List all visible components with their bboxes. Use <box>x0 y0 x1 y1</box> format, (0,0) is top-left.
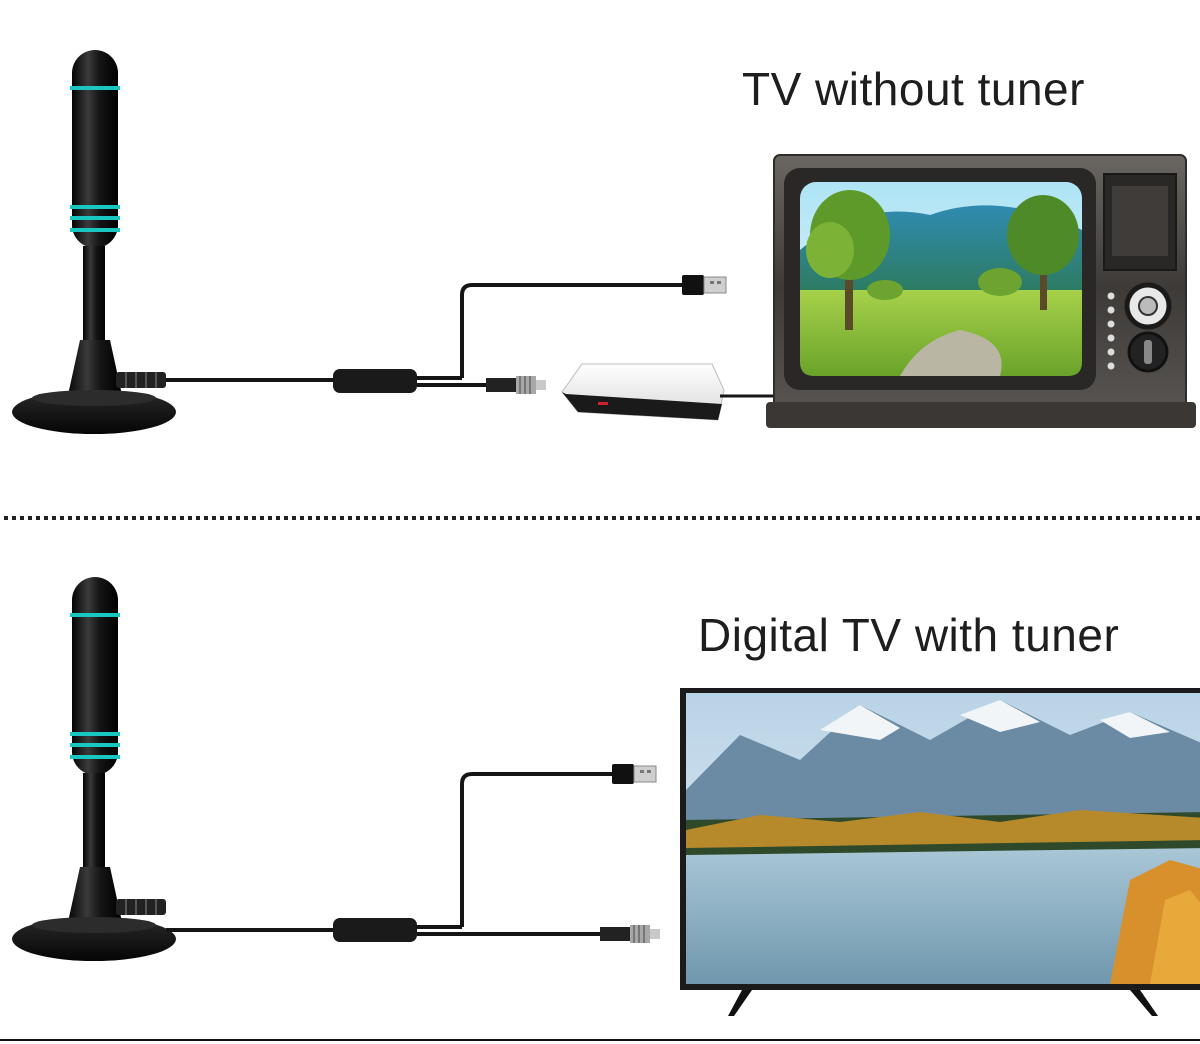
usb-plug-icon <box>681 274 727 296</box>
usb-plug-icon <box>611 763 657 785</box>
crt-screen-landscape <box>800 182 1082 376</box>
amplifier-box-top <box>333 369 417 393</box>
antenna-bottom <box>11 576 177 962</box>
usb-power-cable-bottom <box>460 772 612 927</box>
panel-label-digital-tv-with-tuner: Digital TV with tuner <box>698 609 1120 661</box>
flat-screen-landscape <box>686 693 1200 984</box>
crt-tv <box>766 154 1196 428</box>
antenna-top <box>11 49 177 435</box>
bottom-panel <box>11 576 1200 1016</box>
panel-label-tv-without-tuner: TV without tuner <box>742 63 1085 115</box>
top-panel <box>11 49 1196 435</box>
usb-power-cable-top <box>460 283 682 378</box>
amplifier-box-bottom <box>333 918 417 942</box>
crt-buttons <box>1107 292 1115 370</box>
flat-screen-tv <box>680 688 1200 1016</box>
coax-connector-icon <box>599 924 661 944</box>
set-top-box <box>561 363 725 421</box>
tv-stand-right <box>1130 990 1158 1016</box>
coax-connector-icon <box>485 375 547 395</box>
tv-stand-left <box>728 990 752 1016</box>
